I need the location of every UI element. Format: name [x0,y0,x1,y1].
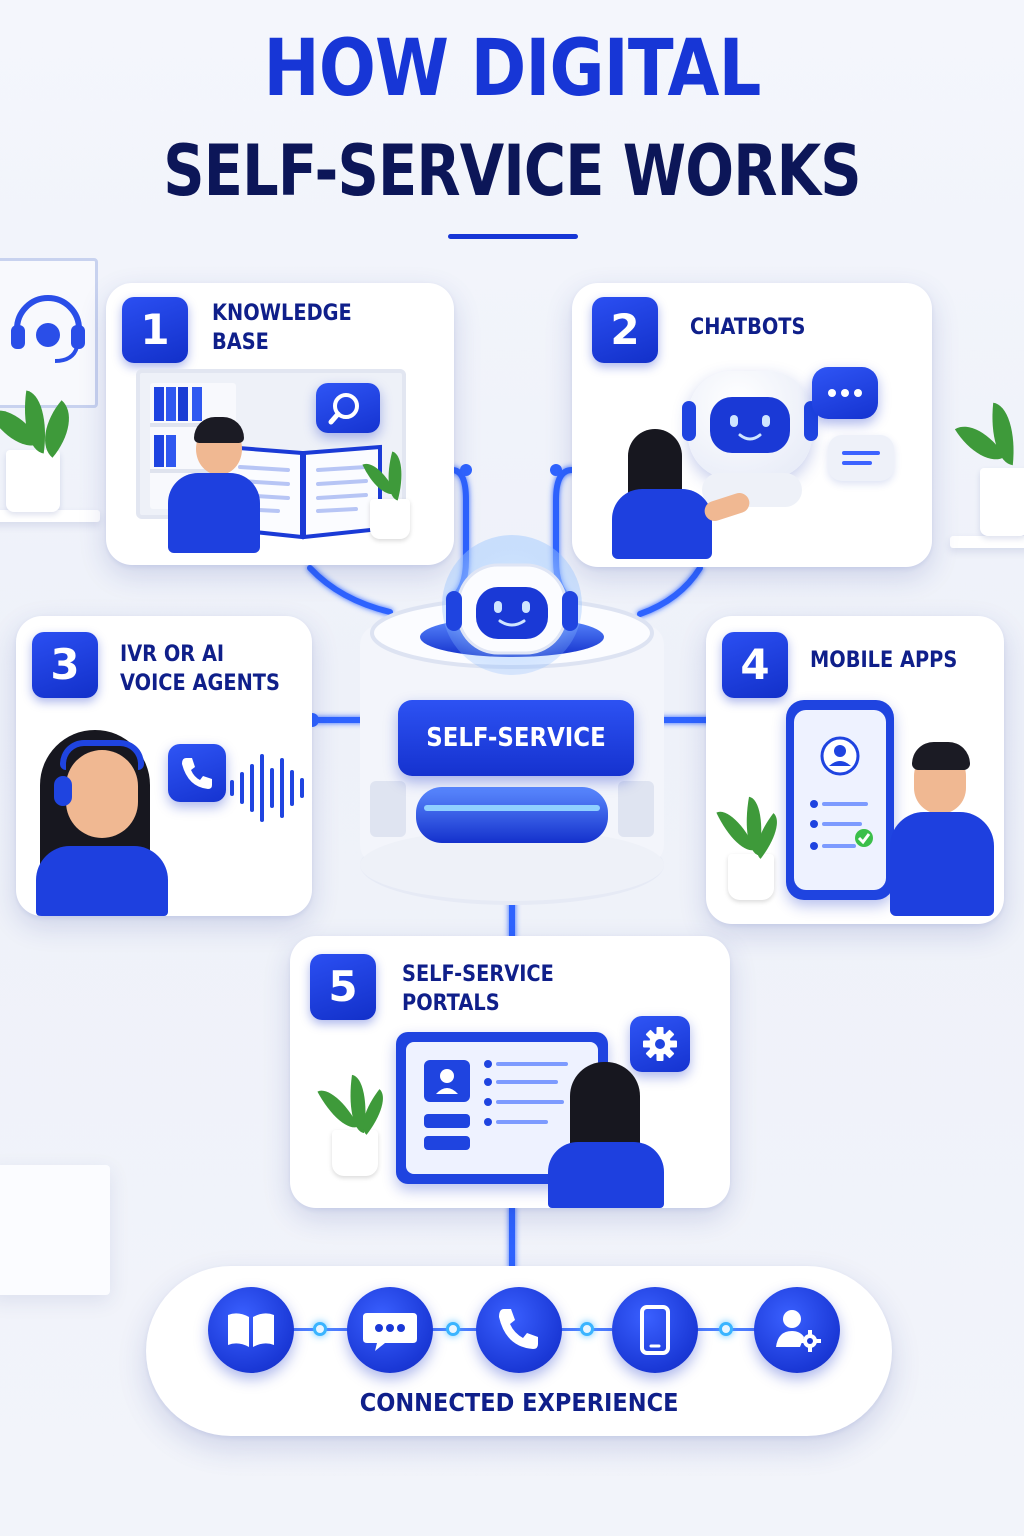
chat-bubble-icon [828,389,862,397]
user-profile-icon [810,736,873,850]
connected-experience-label: CONNECTED EXPERIENCE [359,1388,679,1417]
chat-bubble-tile [812,367,878,419]
card-label-line-1: IVR OR AI [120,642,225,667]
search-icon [328,393,359,425]
wall-shelf-left [0,510,100,522]
headset-icon [11,295,85,363]
user-gear-icon [776,1310,821,1352]
card-label-line-1: CHATBOTS [690,315,806,340]
search-tile [316,383,380,433]
connection-dot [313,1322,327,1336]
card-chatbots[interactable]: 2 CHATBOTS [572,283,932,567]
card-self-service-portals[interactable]: 5 SELF-SERVICE PORTALS [290,936,730,1208]
wall-frame [0,258,98,408]
robot-face-icon [710,397,790,453]
channel-voice[interactable] [476,1287,562,1373]
card-label: MOBILE APPS [810,646,957,675]
message-bubble-secondary [828,435,894,481]
smartphone-icon [640,1305,670,1355]
step-number-badge: 3 [32,632,98,698]
card-label-line-1: MOBILE APPS [810,648,958,673]
wall-shelf-right [950,536,1024,548]
channel-portal[interactable] [754,1287,840,1373]
phone-tile [168,744,226,802]
card-label: CHATBOTS [690,313,805,342]
portal-profile-icon [424,1060,568,1150]
step-number-badge: 4 [722,632,788,698]
hub-label: SELF-SERVICE [398,700,634,776]
phone-icon [499,1309,538,1349]
card-label-line-1: SELF-SERVICE [402,962,554,987]
card-label-line-2: BASE [212,330,269,355]
gear-tile [630,1016,690,1072]
card-label-line-2: VOICE AGENTS [120,671,280,696]
card-label: SELF-SERVICE PORTALS [402,960,554,1018]
title-line-2: SELF-SERVICE WORKS [163,130,861,212]
title-line-1: HOW DIGITAL [263,24,762,114]
card-label: IVR OR AI VOICE AGENTS [120,640,280,698]
phone-icon [182,758,212,789]
background-desk [0,1165,110,1295]
title-underline [448,234,578,239]
step-number-badge: 5 [310,954,376,1020]
card-knowledge-base[interactable]: 1 KNOWLEDGE BASE [106,283,454,565]
plant-pot-left [6,450,60,512]
channel-knowledge-base[interactable] [208,1287,294,1373]
card-ivr-voice-agents[interactable]: 3 IVR OR AI VOICE AGENTS [16,616,312,916]
channel-mobile[interactable] [612,1287,698,1373]
card-mobile-apps[interactable]: 4 MOBILE APPS [706,616,1004,924]
card-label-line-1: KNOWLEDGE [212,301,352,326]
smartphone-device [786,700,894,900]
step-number-badge: 1 [122,297,188,363]
card-label: KNOWLEDGE BASE [212,299,352,357]
card-label-line-2: PORTALS [402,991,500,1016]
voice-waveform-icon [230,754,304,822]
plant-pot-right [980,468,1024,536]
book-icon [228,1313,274,1347]
connection-dot [719,1322,733,1336]
connection-dot [580,1322,594,1336]
chat-bubble-icon [363,1313,417,1351]
step-number-badge: 2 [592,297,658,363]
gear-icon [643,1027,677,1061]
message-lines-icon [842,451,880,465]
connection-dot [446,1322,460,1336]
channel-chatbots[interactable] [347,1287,433,1373]
